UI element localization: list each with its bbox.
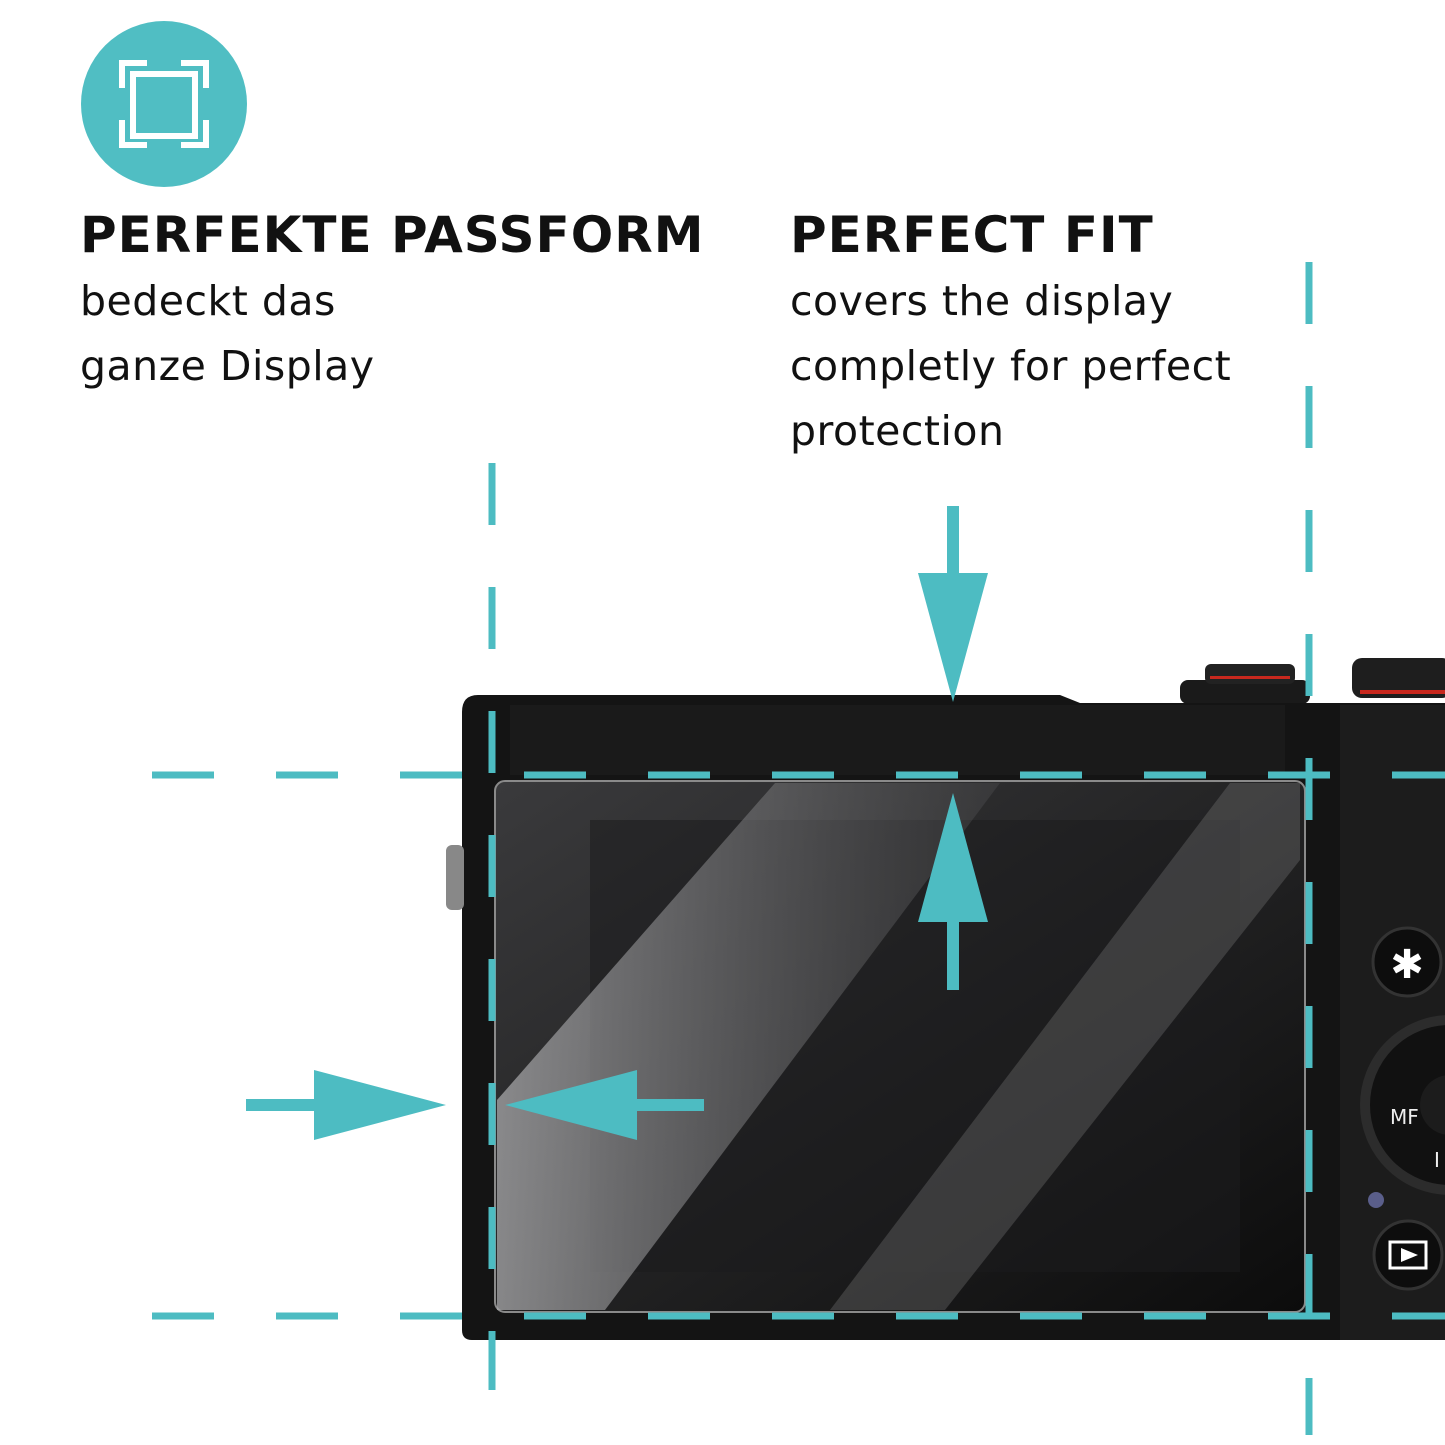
dashed-guides (152, 262, 1445, 1435)
text-line: completly for perfect (790, 342, 1232, 390)
top-bezel (510, 705, 1285, 775)
description-german: bedeckt das ganze Display (80, 269, 375, 399)
arrow-left-icon (505, 1070, 704, 1140)
set-button (1420, 1075, 1445, 1135)
text-line: bedeckt das (80, 277, 336, 325)
text-line: protection (790, 407, 1005, 455)
arrow-up-icon (918, 793, 988, 990)
top-dial-left (1180, 664, 1310, 704)
camera-dial-label: MF (1390, 1105, 1419, 1129)
text-line: ganze Display (80, 342, 375, 390)
fit-frame-icon (81, 21, 247, 187)
heading-german: PERFEKTE PASSFORM (80, 206, 705, 264)
playback-icon (1388, 1240, 1428, 1270)
heading-english: PERFECT FIT (790, 206, 1154, 264)
indicator-lamp (1368, 1192, 1384, 1208)
strap-lug (446, 845, 464, 910)
description-english: covers the display completly for perfect… (790, 269, 1231, 464)
glass-reflection (497, 783, 1000, 1310)
arrow-right-icon (246, 1070, 446, 1140)
top-dial-right (1352, 658, 1445, 698)
asterisk-button (1371, 926, 1443, 998)
asterisk-icon: ✱ (1390, 942, 1424, 988)
text-line: covers the display (790, 277, 1174, 325)
control-dial (1360, 1015, 1445, 1195)
arrow-down-icon (918, 506, 988, 702)
glass-reflection-2 (830, 783, 1300, 1310)
camera-dial-label-bottom: I (1434, 1148, 1440, 1172)
